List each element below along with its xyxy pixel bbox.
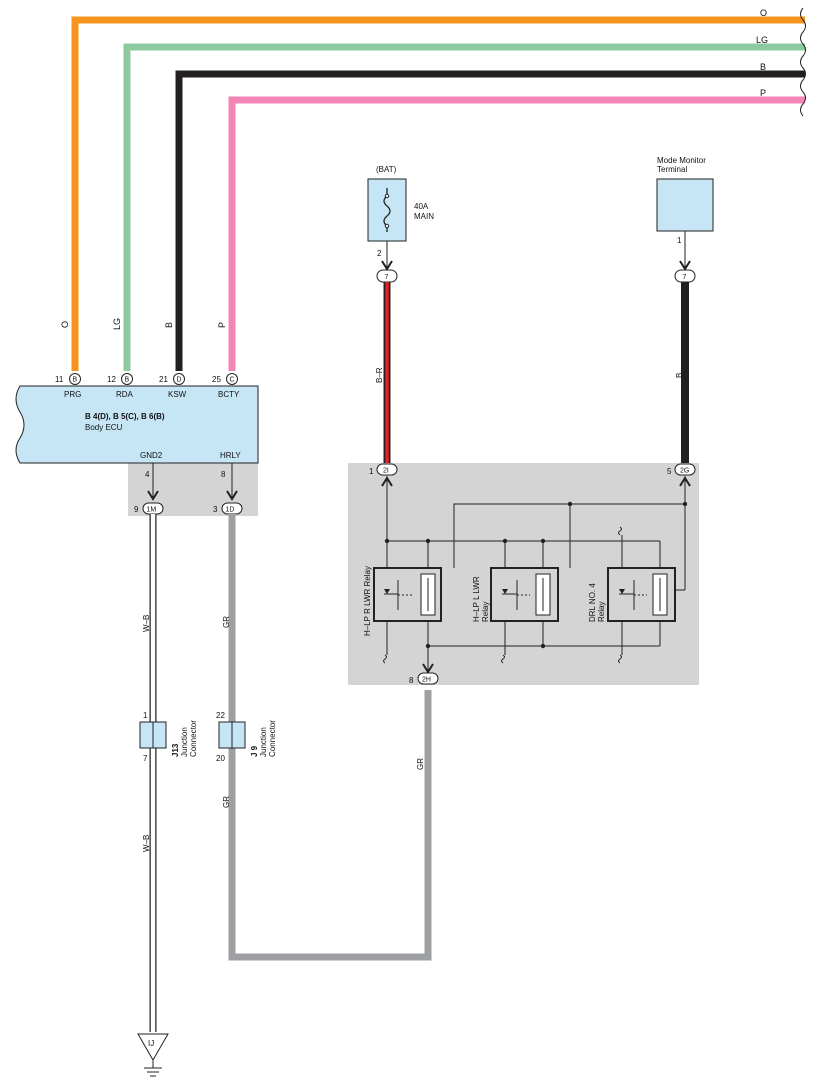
svg-text:1D: 1D	[226, 507, 235, 514]
svg-text:BCTY: BCTY	[218, 390, 240, 399]
svg-text:Connector: Connector	[268, 720, 277, 757]
relay-2-label-2: Relay	[481, 602, 490, 622]
wire-code-gr-lower: GR	[222, 796, 231, 808]
svg-text:7: 7	[143, 754, 148, 763]
svg-text:IJ: IJ	[148, 1039, 154, 1048]
svg-text:7: 7	[683, 274, 687, 281]
connector-2i: 1 2I	[369, 463, 398, 476]
wire-code-p-left: P	[217, 322, 227, 328]
svg-text:5: 5	[667, 467, 672, 476]
wire-b	[175, 70, 805, 371]
svg-text:1: 1	[143, 711, 148, 720]
ecu-pin-8-num: 8	[221, 470, 226, 479]
svg-text:11: 11	[55, 375, 64, 384]
svg-text:J13: J13	[171, 743, 180, 757]
relay-h-lp-r-lwr	[373, 567, 442, 622]
relay-3-label-2: Relay	[597, 602, 606, 622]
wire-code-p-right: P	[760, 88, 766, 98]
fuse-name: MAIN	[414, 212, 434, 221]
wire-code-b-left: B	[164, 322, 174, 328]
connector-7-right: 7	[674, 269, 696, 283]
relay-3-label-1: DRL NO. 4	[588, 583, 597, 622]
svg-text:7: 7	[385, 274, 389, 281]
svg-text:Junction: Junction	[180, 727, 189, 757]
junction-connector-j9: 22 20 J 9 Junction Connector	[216, 711, 277, 763]
wire-code-b-r: B–R	[375, 367, 384, 383]
fuse-40a-main	[367, 178, 407, 242]
svg-text:B: B	[125, 377, 130, 384]
svg-text:KSW: KSW	[168, 390, 187, 399]
relay-2-label-1: H–LP L LWR	[472, 576, 481, 622]
mode-monitor-label-1: Mode Monitor	[657, 156, 706, 165]
wire-code-o-right: O	[760, 8, 767, 18]
wire-code-lg-right: LG	[756, 35, 768, 45]
relay-drl-no4	[607, 567, 676, 622]
svg-text:1M: 1M	[147, 507, 157, 514]
svg-text:B: B	[73, 377, 78, 384]
connector-2g: 5 2G	[667, 463, 696, 476]
ecu-pin-gnd2-label: GND2	[140, 451, 163, 460]
wire-code-gr-right: GR	[416, 758, 425, 770]
svg-text:RDA: RDA	[116, 390, 134, 399]
svg-text:20: 20	[216, 754, 225, 763]
ecu-pin-25: 25 C BCTY	[212, 373, 240, 399]
svg-text:8: 8	[409, 676, 414, 685]
wire-lg	[123, 43, 805, 371]
wire-code-b-right: B	[760, 62, 766, 72]
fuse-rating: 40A	[414, 202, 429, 211]
svg-text:D: D	[177, 377, 182, 384]
ecu-title: B 4(D), B 5(C), B 6(B)	[85, 412, 165, 421]
connector-1d: 3 1D	[213, 502, 243, 515]
svg-text:2I: 2I	[383, 468, 389, 475]
svg-text:3: 3	[213, 505, 218, 514]
wire-code-b-monitor: B	[675, 373, 684, 378]
svg-text:J 9: J 9	[250, 745, 259, 757]
relay-block-background	[348, 463, 699, 685]
svg-text:22: 22	[216, 711, 225, 720]
wire-code-w-b-upper: W–B	[142, 615, 151, 632]
svg-text:25: 25	[212, 375, 221, 384]
svg-text:2H: 2H	[422, 677, 431, 684]
connector-2h: 8 2H	[409, 672, 439, 685]
relay-h-lp-l-lwr	[490, 567, 559, 622]
cut-marks	[800, 7, 806, 117]
fuse-source-label: (BAT)	[376, 165, 397, 174]
svg-text:12: 12	[107, 375, 116, 384]
ecu-pin-4-num: 4	[145, 470, 150, 479]
svg-text:9: 9	[134, 505, 139, 514]
wire-code-o-left: O	[60, 321, 70, 328]
svg-text:2G: 2G	[680, 468, 689, 475]
wire-p	[228, 96, 805, 371]
svg-text:Connector: Connector	[189, 720, 198, 757]
wire-code-gr-upper: GR	[222, 616, 231, 628]
ecu-pin-11: 11 B PRG	[55, 373, 81, 399]
svg-text:C: C	[230, 377, 235, 384]
svg-text:Junction: Junction	[259, 727, 268, 757]
svg-text:21: 21	[159, 375, 168, 384]
wire-o	[71, 16, 805, 371]
body-ecu	[15, 385, 259, 464]
ecu-pin-21: 21 D KSW	[159, 373, 187, 399]
ecu-pin-12: 12 B RDA	[107, 373, 134, 399]
ecu-pin-hrly-label: HRLY	[220, 451, 241, 460]
ecu-subtitle: Body ECU	[85, 423, 123, 432]
relay-1-label: H–LP R LWR Relay	[363, 566, 372, 636]
relay-junction-dots	[384, 501, 688, 649]
wire-code-w-b-lower: W–B	[142, 835, 151, 852]
wire-code-lg-left: LG	[112, 318, 122, 330]
connector-1m: 9 1M	[134, 502, 164, 515]
mode-monitor-label-2: Terminal	[657, 165, 687, 174]
mode-monitor-terminal	[656, 178, 714, 232]
connector-7-left: 7	[376, 269, 398, 283]
junction-connector-j13: 1 7 J13 Junction Connector	[139, 711, 198, 763]
fuse-pin: 2	[377, 249, 382, 258]
svg-text:PRG: PRG	[64, 390, 81, 399]
mode-monitor-pin: 1	[677, 236, 682, 245]
ground-symbol: IJ	[137, 1033, 169, 1077]
svg-text:1: 1	[369, 467, 374, 476]
